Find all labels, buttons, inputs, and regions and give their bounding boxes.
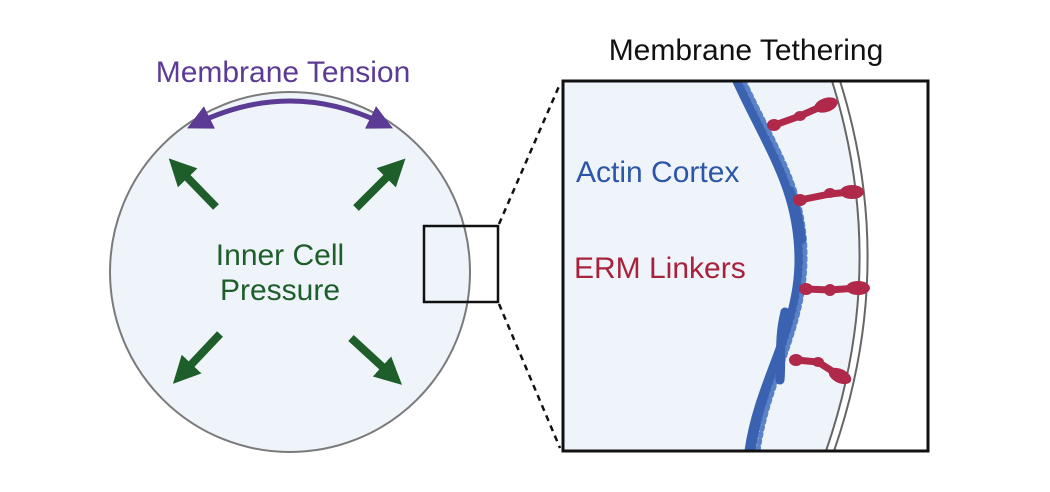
pressure-arrows (168, 158, 406, 385)
erm-linkers (767, 97, 870, 385)
pressure-label-line1: Inner Cell (216, 239, 344, 272)
membrane-tension-label: Membrane Tension (156, 56, 411, 89)
pressure-arrow-down-left (172, 331, 223, 384)
erm-linker (799, 281, 870, 296)
inset-frame (561, 79, 930, 453)
inset-title: Membrane Tethering (609, 34, 884, 67)
membrane-tethering-inset: Membrane Tethering (561, 34, 930, 453)
cell-body (109, 91, 471, 453)
zoom-region-box (422, 224, 500, 304)
zoom-connector-bottom (497, 303, 562, 449)
actin-cortex-label: Actin Cortex (576, 156, 739, 189)
pressure-label-line2: Pressure (220, 274, 340, 307)
membrane-tension-arrow (187, 98, 393, 129)
pressure-arrow-up-left (168, 158, 219, 210)
cell-diagram: Membrane Tension Inner Cell Pressure (109, 56, 500, 453)
actin-cortex-filament (732, 81, 808, 451)
pressure-arrow-up-right (353, 158, 406, 211)
plasma-membrane-inner (825, 81, 861, 451)
plasma-membrane-outer (833, 81, 869, 451)
pressure-arrow-down-right (348, 335, 403, 385)
erm-linker (789, 354, 852, 385)
erm-linkers-label: ERM Linkers (574, 252, 746, 285)
zoom-connector-top (497, 83, 562, 225)
erm-linker (767, 97, 838, 131)
erm-linker (793, 185, 864, 206)
